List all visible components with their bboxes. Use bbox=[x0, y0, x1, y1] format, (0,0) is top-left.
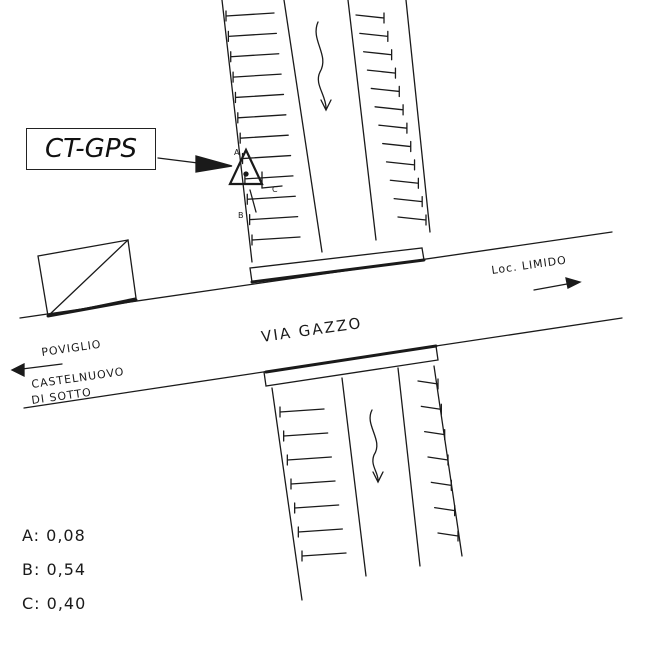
parking-stall-mark bbox=[297, 526, 343, 538]
parking-stall-mark bbox=[225, 10, 275, 22]
parking-stall-mark bbox=[420, 403, 442, 415]
point-c-label: C bbox=[272, 185, 278, 194]
parking-stall-mark bbox=[370, 85, 400, 98]
parking-stall-mark bbox=[230, 51, 280, 63]
parking-stall-mark bbox=[234, 91, 285, 104]
parking-stall-mark bbox=[239, 132, 289, 144]
parking-stall-mark bbox=[283, 430, 329, 442]
parking-stall-mark bbox=[389, 177, 420, 189]
legend-row-a: A: 0,08 bbox=[22, 526, 86, 545]
upper-right-stalls bbox=[355, 12, 427, 226]
road-name: VIA GAZZO bbox=[260, 314, 363, 346]
ctgps-tag: CT-GPS bbox=[26, 128, 156, 170]
parking-stall-mark bbox=[424, 429, 446, 441]
parking-stall-mark bbox=[286, 454, 332, 466]
legend-row-b: B: 0,54 bbox=[22, 560, 87, 579]
parking-stall-mark bbox=[355, 12, 385, 24]
legend-row-c: C: 0,40 bbox=[22, 594, 87, 613]
parking-stall-mark bbox=[244, 173, 294, 185]
parking-stall-mark bbox=[417, 378, 439, 390]
lower-parking-lot bbox=[263, 344, 463, 601]
point-a-label: A bbox=[234, 148, 240, 157]
parking-stall-mark bbox=[362, 49, 393, 61]
parking-stall-mark bbox=[385, 159, 416, 171]
parking-stall-mark bbox=[382, 140, 412, 153]
upper-flow-arrow bbox=[315, 21, 327, 109]
parking-stall-mark bbox=[378, 122, 408, 134]
parking-stall-mark bbox=[290, 478, 336, 490]
lower-flow-arrow bbox=[369, 409, 379, 481]
parking-stall-mark bbox=[294, 502, 340, 514]
dest-right-label: Loc. LIMIDO bbox=[491, 254, 568, 277]
parking-stall-mark bbox=[393, 195, 423, 208]
dest-left-label-1: POVIGLIO bbox=[41, 338, 103, 359]
parking-stall-mark bbox=[301, 550, 347, 562]
parking-stall-mark bbox=[427, 454, 449, 466]
measurement-legend: A: 0,08 B: 0,54 C: 0,40 bbox=[22, 526, 86, 628]
parking-stall-mark bbox=[279, 406, 325, 418]
parking-stall-mark bbox=[397, 214, 427, 226]
point-b-label: B bbox=[238, 211, 244, 220]
marker-triangle bbox=[228, 147, 283, 213]
lower-curb bbox=[263, 345, 439, 387]
parking-stall-mark bbox=[248, 213, 299, 226]
parking-stall-mark bbox=[374, 104, 404, 116]
ctgps-label: CT-GPS bbox=[44, 134, 138, 164]
dest-left-arrow bbox=[10, 362, 63, 378]
parking-stall-mark bbox=[246, 193, 296, 205]
ctgps-pointer bbox=[157, 155, 233, 173]
parking-stall-mark bbox=[437, 530, 459, 542]
parking-stall-mark bbox=[434, 505, 456, 517]
upper-parking-lot bbox=[221, 0, 431, 284]
parking-stall-mark bbox=[359, 30, 389, 43]
parking-stall-mark bbox=[237, 112, 287, 124]
building-box bbox=[37, 239, 138, 318]
parking-stall-mark bbox=[251, 234, 301, 246]
parking-stall-mark bbox=[366, 67, 397, 79]
parking-stall-mark bbox=[232, 71, 282, 83]
dest-right-arrow bbox=[533, 277, 582, 291]
upper-curb bbox=[249, 247, 425, 283]
parking-stall-mark bbox=[430, 479, 452, 491]
parking-stall-mark bbox=[227, 30, 278, 43]
